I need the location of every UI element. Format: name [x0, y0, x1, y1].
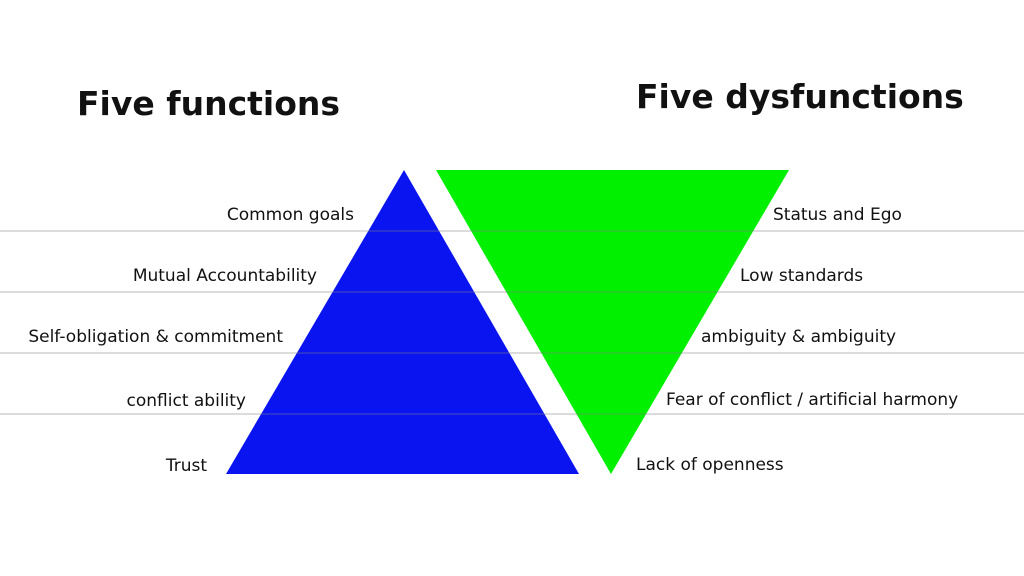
- dysfunction-label: Low standards: [740, 266, 864, 286]
- function-label: conflict ability: [126, 391, 246, 411]
- function-label: Trust: [165, 456, 207, 476]
- dysfunction-label: Status and Ego: [773, 205, 902, 225]
- dysfunction-label: ambiguity & ambiguity: [701, 327, 897, 347]
- dysfunction-label: Lack of openness: [636, 455, 784, 475]
- function-label: Mutual Accountability: [132, 266, 317, 286]
- function-label: Common goals: [226, 205, 354, 225]
- functions-triangle: [226, 170, 579, 474]
- dysfunctions-triangle: [436, 170, 789, 474]
- function-label: Self-obligation & commitment: [28, 327, 283, 347]
- functions-title: Five functions: [77, 84, 341, 123]
- dysfunctions-title: Five dysfunctions: [636, 77, 964, 116]
- dysfunction-label: Fear of conflict / artificial harmony: [666, 390, 959, 410]
